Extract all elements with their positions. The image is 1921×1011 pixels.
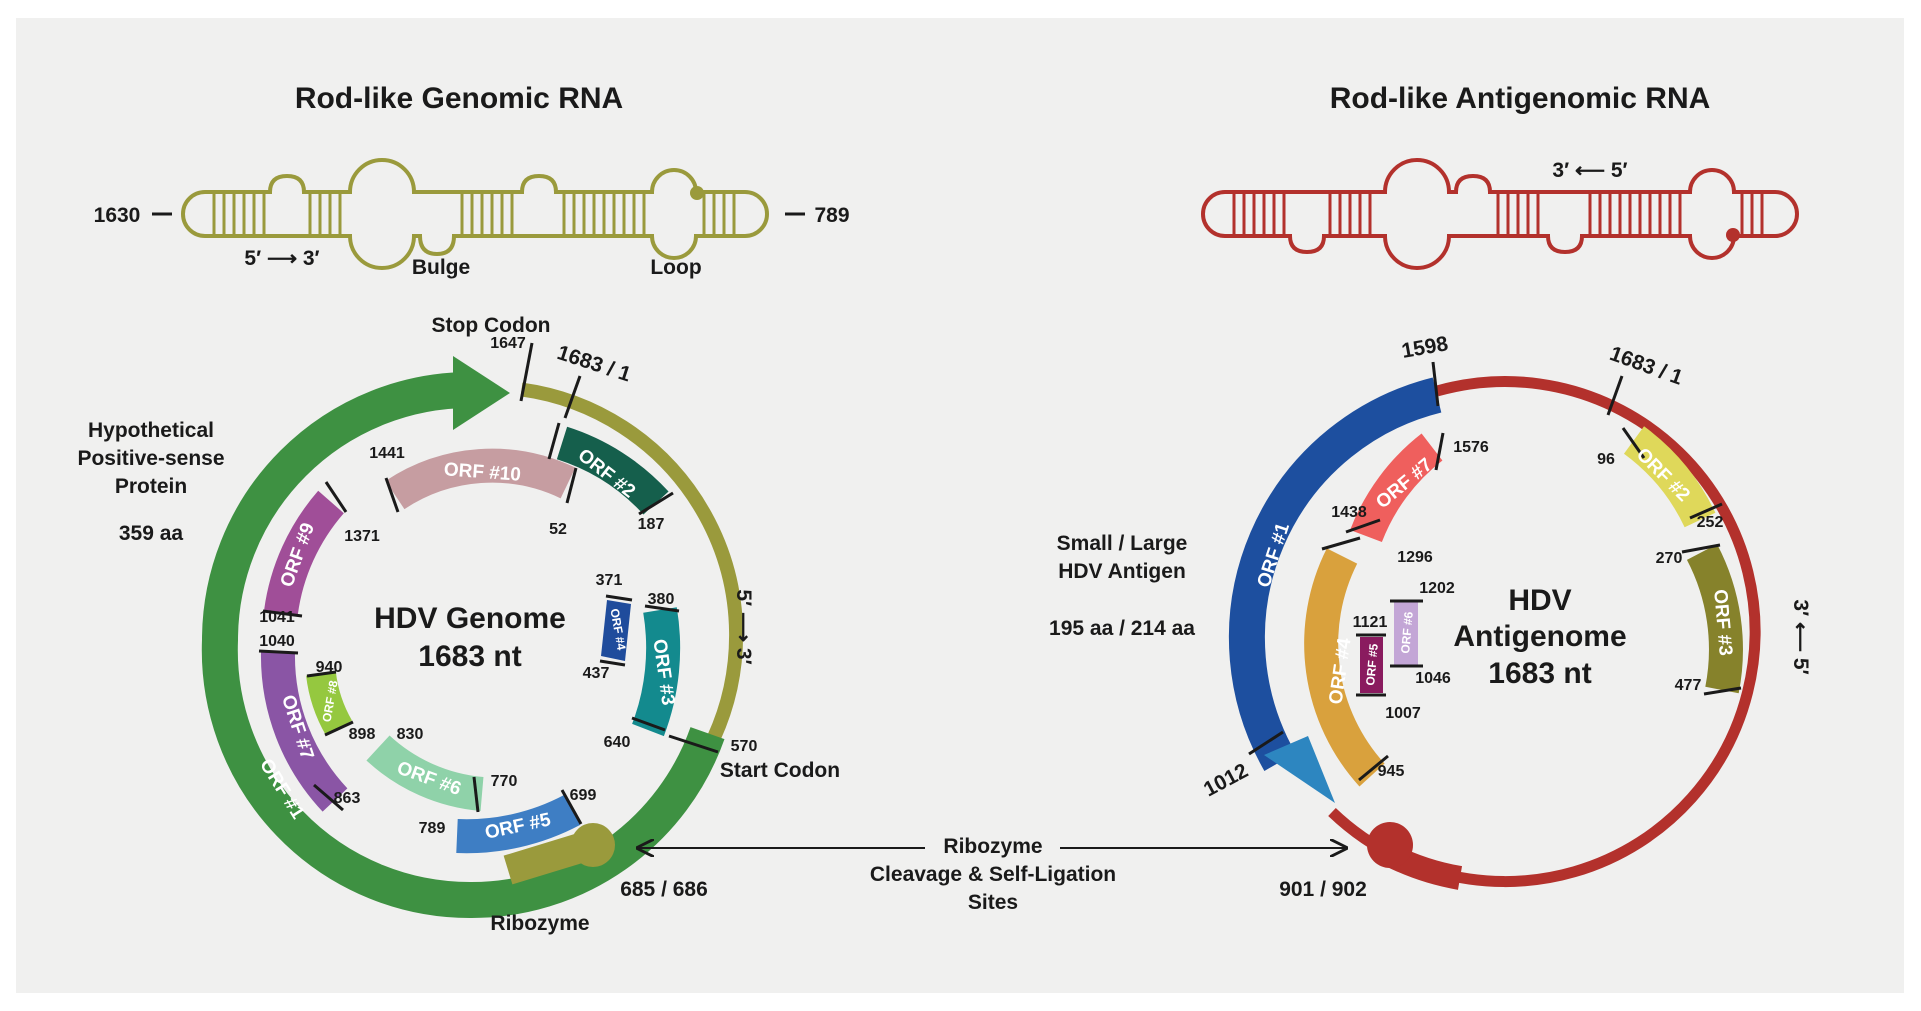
- pos-1598: 1598: [1400, 332, 1450, 363]
- pos-685-686: 685 / 686: [620, 878, 708, 901]
- pos-96: 96: [1597, 451, 1615, 468]
- orf8-arc: [306, 671, 353, 736]
- orf1-antigenome-arrowhead: [1264, 736, 1335, 803]
- orf1-genome-arc: [201, 372, 725, 919]
- orf1-antigenome-arc: [1228, 377, 1442, 771]
- pos-1041: 1041: [259, 609, 295, 626]
- ribozyme-circle-antigenome: [1367, 822, 1413, 868]
- antigenome-center-line2: Antigenome: [1453, 620, 1626, 653]
- pos-901-902: 901 / 902: [1279, 878, 1367, 901]
- pos-437: 437: [583, 665, 610, 682]
- pos-1046: 1046: [1415, 670, 1451, 687]
- orf5-antigenome-label: ORF #5: [1363, 643, 1381, 686]
- genome-center-length: 1683 nt: [418, 640, 521, 673]
- ribozyme-circle-genome: [571, 823, 615, 867]
- orf2-antigenome-arc: [1623, 426, 1716, 528]
- pos-1371: 1371: [344, 528, 380, 545]
- ribozyme-label: Ribozyme: [490, 912, 589, 935]
- orf2-genome-arc: [556, 426, 669, 515]
- rod-genomic-rna: [152, 158, 805, 270]
- positive-sense-size: 359 aa: [119, 522, 184, 545]
- pos-940: 940: [316, 659, 343, 676]
- antigenome-direction-label: 3′ ⟵ 5′: [1789, 599, 1812, 674]
- pos-1296: 1296: [1397, 549, 1433, 566]
- orf3-genome-arc: [632, 607, 681, 737]
- bulge-label: Bulge: [412, 256, 470, 279]
- positive-sense-line1: Hypothetical: [88, 419, 214, 442]
- pos-570: 570: [731, 738, 758, 755]
- pos-1202: 1202: [1419, 580, 1455, 597]
- ribozyme-dot-antigenomic: [1726, 228, 1740, 242]
- genome-circle: [201, 342, 744, 919]
- pos-52: 52: [549, 521, 567, 538]
- pos-1441: 1441: [369, 445, 405, 462]
- pos-1121: 1121: [1353, 614, 1388, 631]
- title-genomic-rna: Rod-like Genomic RNA: [295, 82, 623, 115]
- pos-640: 640: [604, 734, 631, 751]
- rod-antigenomic-rna: [1201, 158, 1799, 270]
- orf4-genome-box: [601, 600, 631, 661]
- orf4-antigenome-arc: [1304, 548, 1385, 787]
- orf1-arrowhead: [453, 356, 510, 430]
- loop-label: Loop: [650, 256, 701, 279]
- pos-1438: 1438: [1331, 504, 1367, 521]
- orf5-genome-arc: [456, 794, 580, 854]
- ribozyme-dot-genomic: [690, 186, 704, 200]
- positive-sense-line2: Positive-sense: [77, 447, 224, 470]
- pos-699: 699: [570, 787, 597, 804]
- pos-477: 477: [1675, 677, 1702, 694]
- pos-1040: 1040: [259, 633, 295, 650]
- antigen-line2: HDV Antigen: [1058, 560, 1186, 583]
- stop-codon-label: Stop Codon: [432, 314, 551, 337]
- pos-830: 830: [397, 726, 424, 743]
- pos-770: 770: [491, 773, 518, 790]
- orf10-arc: [385, 448, 576, 510]
- pos-1007: 1007: [1385, 705, 1421, 722]
- orf7-antigenome-arc: [1350, 433, 1443, 543]
- ribozyme-sites-line1: Ribozyme: [943, 835, 1042, 858]
- rod-antigenomic-direction: 3′ ⟵ 5′: [1552, 159, 1627, 182]
- title-antigenomic-rna: Rod-like Antigenomic RNA: [1330, 82, 1711, 115]
- orf6-antigenome-box: [1394, 602, 1418, 665]
- antigenome-center-line3: 1683 nt: [1488, 657, 1591, 690]
- positive-sense-line3: Protein: [115, 475, 187, 498]
- pos-1647: 1647: [490, 335, 526, 352]
- pos-1683-genome: 1683 / 1: [554, 341, 634, 386]
- ribozyme-sites-line2: Cleavage & Self-Ligation: [870, 863, 1116, 886]
- orf6-antigenome-label: ORF #6: [1398, 611, 1416, 654]
- antigen-size: 195 aa / 214 aa: [1049, 617, 1195, 640]
- pos-380: 380: [648, 591, 675, 608]
- antigenome-circle: [1228, 361, 1761, 890]
- pos-371: 371: [596, 572, 623, 589]
- pos-789: 789: [419, 820, 446, 837]
- pos-898: 898: [349, 726, 376, 743]
- orf6-genome-arc: [366, 735, 484, 811]
- orf3-antigenome-arc: [1686, 544, 1743, 694]
- pos-863: 863: [334, 790, 361, 807]
- antigen-line1: Small / Large: [1057, 532, 1188, 555]
- pos-187: 187: [638, 516, 665, 533]
- pos-270: 270: [1656, 550, 1683, 567]
- rod-genomic-direction: 5′ ⟶ 3′: [244, 247, 319, 270]
- rod-genomic-right-end: 789: [814, 204, 849, 227]
- antigenome-center-line1: HDV: [1508, 584, 1571, 617]
- genome-center-title: HDV Genome: [374, 602, 566, 635]
- start-codon-label: Start Codon: [720, 759, 840, 782]
- pos-252: 252: [1697, 514, 1724, 531]
- genome-direction-label: 5′ ⟶ 3′: [732, 589, 755, 664]
- pos-1012: 1012: [1200, 759, 1252, 801]
- orf5-antigenome-box: [1360, 637, 1383, 693]
- rod-genomic-left-end: 1630: [94, 204, 141, 227]
- orf9-arc: [264, 490, 345, 615]
- pos-945: 945: [1378, 763, 1405, 780]
- pos-1576: 1576: [1453, 439, 1489, 456]
- ribozyme-sites-line3: Sites: [968, 891, 1018, 914]
- orf7-genome-arc: [260, 651, 348, 812]
